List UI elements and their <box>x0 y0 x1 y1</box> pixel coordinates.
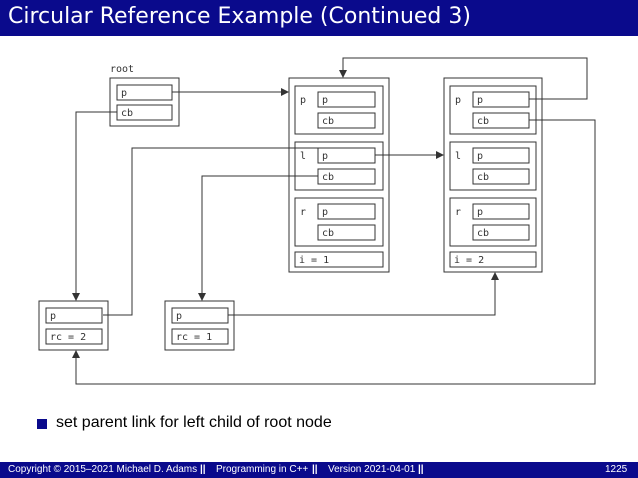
node-right-l-label: l <box>455 151 461 162</box>
control-block-left-p-field: p <box>50 311 56 322</box>
arrow-middle-lcb-to-cb-right <box>198 175 318 301</box>
slide-title: Circular Reference Example (Continued 3) <box>8 4 471 29</box>
footer-separator: || <box>200 464 206 475</box>
node-middle-l-cb-field: cb <box>322 172 334 183</box>
bullet-text: set parent link for left child of root n… <box>56 414 332 431</box>
arrow-right-cb-to-cb-left <box>72 119 596 385</box>
node-right: p p cb l p cb r p cb i = 2 <box>443 77 543 273</box>
root-p-field: p <box>121 88 127 99</box>
node-right-p-p-field: p <box>477 95 483 106</box>
node-middle-r-cb-field: cb <box>322 228 334 239</box>
root-label: root <box>110 64 134 75</box>
footer-page-number: 1225 <box>605 464 628 475</box>
footer-version: Version 2021-04-01 <box>328 464 416 475</box>
node-middle-count: i = 1 <box>299 255 329 266</box>
node-middle-l-p-field: p <box>322 151 328 162</box>
control-block-left: p rc = 2 <box>38 300 109 351</box>
root-cb-field: cb <box>121 108 133 119</box>
node-middle-l-label: l <box>300 151 306 162</box>
arrow-root-cb-to-cb-left <box>72 111 117 301</box>
control-block-left-count: rc = 2 <box>50 332 86 343</box>
node-middle-p-label: p <box>300 95 306 106</box>
node-middle-p-p-field: p <box>322 95 328 106</box>
arrow-right-p-to-middle <box>339 57 588 100</box>
footer-separator: || <box>418 464 424 475</box>
node-right-l-p-field: p <box>477 151 483 162</box>
bullet-marker <box>37 419 47 429</box>
node-right-r-label: r <box>455 207 461 218</box>
node-right-r-cb-field: cb <box>477 228 489 239</box>
node-right-p-label: p <box>455 95 461 106</box>
control-block-right: p rc = 1 <box>164 300 235 351</box>
node-right-count: i = 2 <box>454 255 484 266</box>
node-middle-p-cb-field: cb <box>322 116 334 127</box>
node-right-l-cb-field: cb <box>477 172 489 183</box>
control-block-right-count: rc = 1 <box>176 332 212 343</box>
footer-separator: || <box>312 464 318 475</box>
node-right-r-p-field: p <box>477 207 483 218</box>
node-middle-r-p-field: p <box>322 207 328 218</box>
node-middle-r-label: r <box>300 207 306 218</box>
footer-course: Programming in C++ <box>216 464 309 475</box>
footer: Copyright © 2015–2021 Michael D. Adams |… <box>0 462 638 478</box>
arrow-cb-right-p-to-right <box>228 272 499 316</box>
title-bar: Circular Reference Example (Continued 3) <box>0 0 638 36</box>
arrow-middle-cb-to-cb-left <box>103 147 318 316</box>
node-right-p-cb-field: cb <box>477 116 489 127</box>
node-middle: p p cb l p cb r p cb i = 1 <box>288 77 390 273</box>
control-block-right-p-field: p <box>176 311 182 322</box>
footer-copyright: Copyright © 2015–2021 Michael D. Adams <box>8 464 198 475</box>
root-box: p cb <box>109 77 180 127</box>
